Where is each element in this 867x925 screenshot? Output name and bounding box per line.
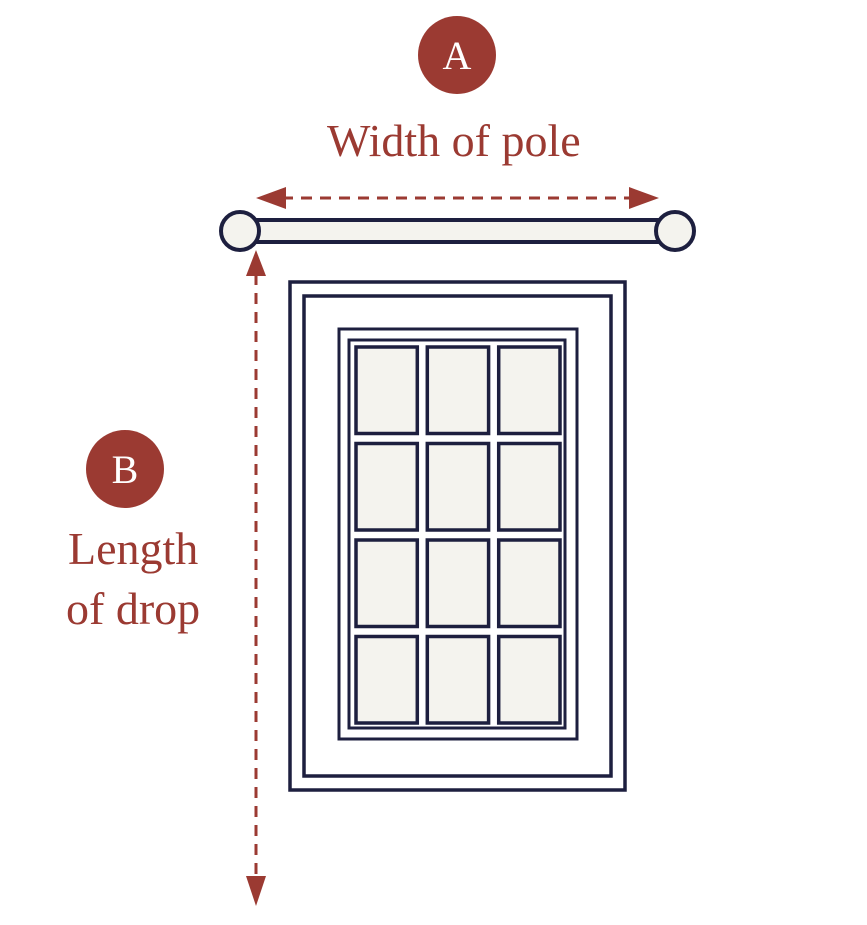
width-arrow — [256, 187, 659, 209]
window-panes — [354, 345, 562, 725]
pole-rod — [248, 218, 668, 244]
drop-arrowhead-top — [246, 250, 266, 276]
width-of-pole-label: Width of pole — [327, 115, 581, 166]
window-pane — [496, 441, 562, 532]
window-pane — [354, 634, 420, 725]
badge-b-letter: B — [111, 446, 139, 492]
window-pane — [496, 634, 562, 725]
window-pane — [425, 441, 491, 532]
width-arrowhead-right — [629, 187, 659, 209]
window-pane — [496, 345, 562, 436]
window-pane — [354, 441, 420, 532]
width-arrowhead-left — [256, 187, 286, 209]
length-of-drop-label-line1: Length — [68, 523, 199, 574]
window-pane — [496, 538, 562, 629]
window-pane — [425, 634, 491, 725]
window-pane — [354, 538, 420, 629]
badge-a-letter: A — [442, 32, 472, 78]
badge-b: B — [86, 430, 164, 508]
window — [288, 280, 627, 792]
pole-finial-left — [219, 210, 261, 252]
drop-arrowhead-bottom — [246, 876, 266, 906]
window-pane — [354, 345, 420, 436]
window-pane — [425, 345, 491, 436]
pole-finial-right — [654, 210, 696, 252]
curtain-pole — [219, 210, 696, 252]
drop-arrow — [246, 250, 266, 906]
badge-a: A — [418, 16, 496, 94]
length-of-drop-label-line2: of drop — [66, 583, 201, 634]
window-pane — [425, 538, 491, 629]
